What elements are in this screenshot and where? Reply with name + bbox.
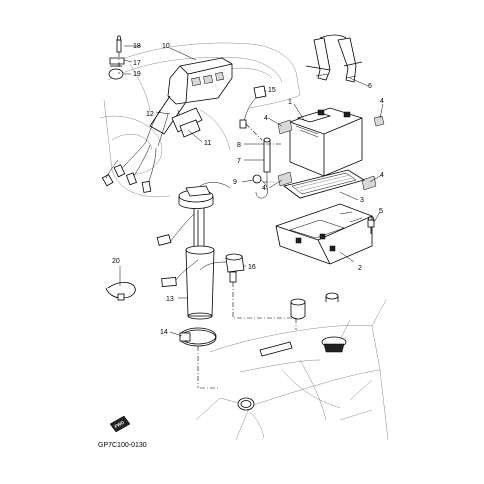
fuel-tank-deck <box>195 292 389 441</box>
callout-20: 20 <box>112 258 120 265</box>
callout-1: 1 <box>288 99 292 106</box>
leader-lines <box>119 45 384 337</box>
forward-direction-badge: FWD <box>109 415 131 433</box>
battery-bands <box>305 34 363 83</box>
callout-4-bottom-left: 4 <box>262 185 266 192</box>
callout-16: 16 <box>248 264 256 271</box>
callout-12: 12 <box>146 111 154 118</box>
tie-strap <box>105 282 136 301</box>
battery-cables <box>252 137 271 199</box>
reference-lines <box>245 123 282 183</box>
callout-5: 5 <box>379 208 383 215</box>
fuel-sender-unit <box>156 182 231 320</box>
battery <box>289 107 363 177</box>
terminal-part-15 <box>239 85 267 129</box>
callout-8: 8 <box>237 142 241 149</box>
wire-harness-connectors <box>101 141 157 193</box>
callout-10: 10 <box>162 43 170 50</box>
fwd-label: FWD <box>114 419 126 429</box>
callout-19: 19 <box>133 71 141 78</box>
callout-labels: 18 17 19 10 12 11 15 1 6 4 4 4 4 3 5 2 8… <box>112 43 384 336</box>
callout-4-bottom-right: 4 <box>380 172 384 179</box>
battery-mat <box>283 169 365 199</box>
electrical-box-assembly <box>145 57 233 147</box>
callout-17: 17 <box>133 60 141 67</box>
screw-5 <box>367 216 375 234</box>
callout-4-top-right: 4 <box>380 98 384 105</box>
callout-2: 2 <box>358 265 362 272</box>
callout-9-label: 9 <box>233 179 237 186</box>
fuse-holder-parts <box>108 35 125 80</box>
battery-pads <box>277 115 385 191</box>
battery-case <box>275 203 373 265</box>
callout-13: 13 <box>166 296 174 303</box>
fitting-part-16 <box>199 253 296 319</box>
callout-18: 18 <box>133 43 141 50</box>
callout-14: 14 <box>160 329 168 336</box>
callout-6: 6 <box>368 83 372 90</box>
callout-15: 15 <box>268 87 276 94</box>
callout-11: 11 <box>204 140 211 147</box>
drawing-code: GP7C100-0130 <box>98 442 147 449</box>
callout-3: 3 <box>360 197 364 204</box>
callout-4-top-left: 4 <box>264 115 268 122</box>
callout-7: 7 <box>237 158 241 165</box>
hose-clamp <box>179 327 217 388</box>
